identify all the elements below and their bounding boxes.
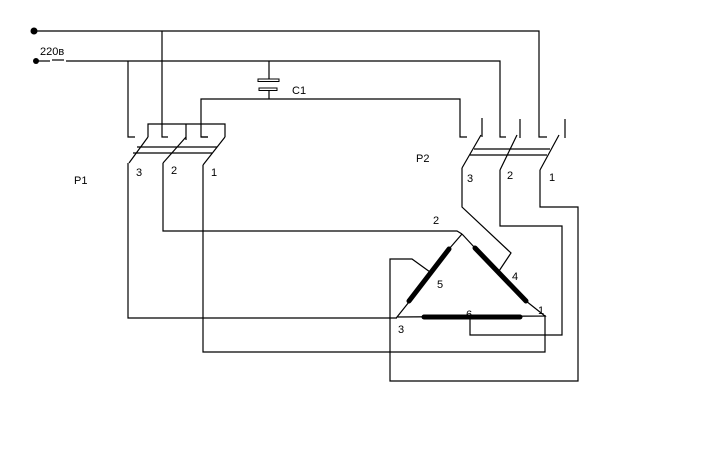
wire-p2-3-to-winding-4 [461, 168, 512, 272]
wire-p2-2-to-winding-6 [469, 170, 563, 336]
wire-p1-3-to-motor-3 [127, 163, 397, 319]
capacitor-label: C1 [292, 85, 306, 97]
wire-capacitor-to-switches [200, 98, 467, 138]
p2-blade-1 [539, 134, 560, 171]
wire-p2-1-to-winding-5 [389, 170, 579, 382]
winding-4 [472, 245, 529, 304]
winding-5 [406, 246, 452, 304]
p2-blade-3 [461, 134, 482, 169]
p2-blade-2 [499, 134, 518, 171]
motor-terminal-label: 1 [538, 305, 544, 317]
motor-terminal-label: 2 [433, 215, 439, 227]
wire-p1-1-to-motor-1 [202, 165, 546, 353]
p2-pole-label: 1 [549, 172, 555, 184]
capacitor-plate-bottom [258, 87, 278, 91]
motor-terminal-label: 3 [398, 324, 404, 336]
wire-supply-top-to-p2-1 [34, 30, 547, 138]
switch-p2-label: P2 [416, 153, 429, 165]
wire-supply-bottom-to-p2-2 [66, 60, 506, 138]
switch-p1-label: P1 [74, 175, 87, 187]
p1-blade-3 [128, 136, 149, 164]
winding-label: 6 [466, 309, 472, 321]
p2-pole-label: 2 [507, 170, 513, 182]
winding-label: 5 [437, 279, 443, 291]
p1-pole-label: 2 [171, 165, 177, 177]
winding-label: 4 [512, 271, 518, 283]
p1-pole-label: 1 [211, 167, 217, 179]
p1-blade-2 [162, 136, 187, 164]
supply-voltage-label: 220в [40, 46, 64, 58]
winding-lead [461, 233, 476, 249]
p2-pole-label: 3 [467, 173, 473, 185]
wire-p1-2-to-motor-2 [162, 163, 463, 235]
p1-blade-1 [202, 136, 226, 166]
p1-pole-label: 3 [136, 167, 142, 179]
wire-top-to-p1-2 [161, 31, 168, 138]
capacitor-plate-top [257, 78, 280, 82]
winding-lead [448, 233, 463, 250]
wire-bottom-to-p1-3 [127, 61, 135, 138]
